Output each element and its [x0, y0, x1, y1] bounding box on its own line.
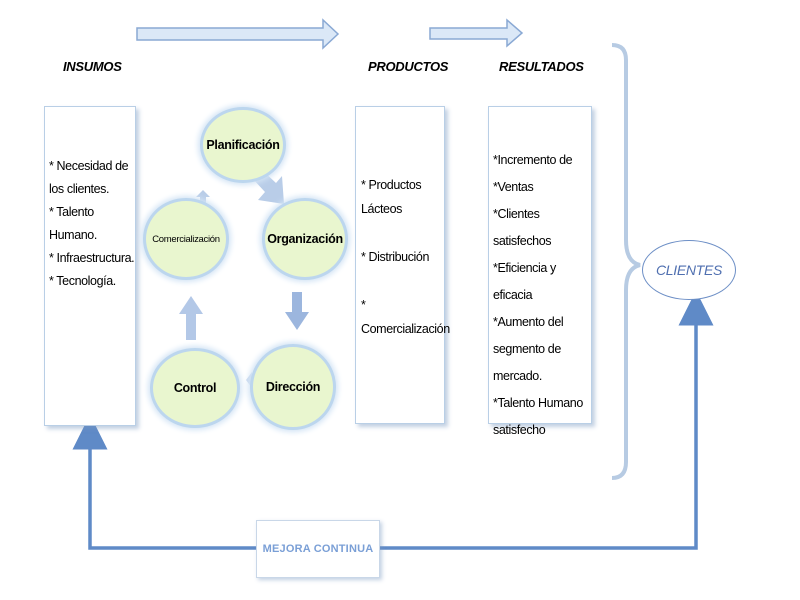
resultados-item: segmento de: [493, 342, 561, 356]
resultados-list: *Incremento de *Ventas *Clientes satisfe…: [489, 107, 591, 444]
resultados-item: satisfecho: [493, 423, 546, 437]
insumos-item: * Talento: [49, 205, 94, 219]
resultados-item: mercado.: [493, 369, 542, 383]
insumos-item: los clientes.: [49, 182, 110, 196]
resultados-item: *Aumento del: [493, 315, 564, 329]
productos-item: Lácteos: [361, 202, 402, 216]
mejora-continua-line-right: [378, 290, 714, 550]
cycle-arrow-comercializacion-planificacion: [196, 190, 210, 204]
productos-item: [361, 221, 444, 245]
node-control: Control: [150, 348, 240, 428]
mejora-continua-box: MEJORA CONTINUA: [256, 520, 380, 578]
cycle-arrow-control-comercializacion: [179, 296, 203, 340]
resultados-heading: RESULTADOS: [499, 59, 584, 74]
right-brace: [611, 43, 641, 480]
productos-item: * Comercialización: [361, 298, 450, 336]
productos-heading: PRODUCTOS: [368, 59, 449, 74]
insumos-item: * Infraestructura.: [49, 251, 135, 265]
productos-box: * Productos Lácteos * Distribución * Com…: [355, 106, 450, 424]
resultados-item: *Talento Humano: [493, 396, 583, 410]
node-planificacion: Planificación: [200, 107, 286, 183]
resultados-item: *Clientes satisfechos: [493, 207, 552, 248]
insumos-list: * Necesidad de los clientes. * Talento H…: [45, 107, 135, 293]
insumos-heading: INSUMOS: [63, 59, 122, 74]
insumos-item: Humano.: [49, 228, 97, 242]
node-organizacion: Organización: [262, 198, 348, 280]
productos-list: * Productos Lácteos * Distribución * Com…: [356, 107, 450, 341]
mejora-continua-line-left: [72, 414, 256, 550]
resultados-box: *Incremento de *Ventas *Clientes satisfe…: [488, 106, 592, 437]
productos-item: * Distribución: [361, 250, 430, 264]
flow-arrow-1: [136, 18, 340, 50]
clientes-ellipse: CLIENTES: [642, 240, 736, 300]
productos-item: [361, 269, 444, 293]
insumos-item: * Tecnología.: [49, 274, 116, 288]
flow-arrow-2: [429, 18, 524, 48]
resultados-item: *Eficiencia y eficacia: [493, 261, 556, 302]
node-comercializacion: Comercialización: [143, 198, 229, 280]
node-direccion: Dirección: [250, 344, 336, 430]
insumos-item: * Necesidad de: [49, 159, 129, 173]
cycle-arrow-organizacion-direccion: [285, 292, 309, 330]
resultados-item: *Ventas: [493, 180, 534, 194]
insumos-box: * Necesidad de los clientes. * Talento H…: [44, 106, 136, 426]
productos-item: * Productos: [361, 178, 422, 192]
resultados-item: *Incremento de: [493, 153, 573, 167]
